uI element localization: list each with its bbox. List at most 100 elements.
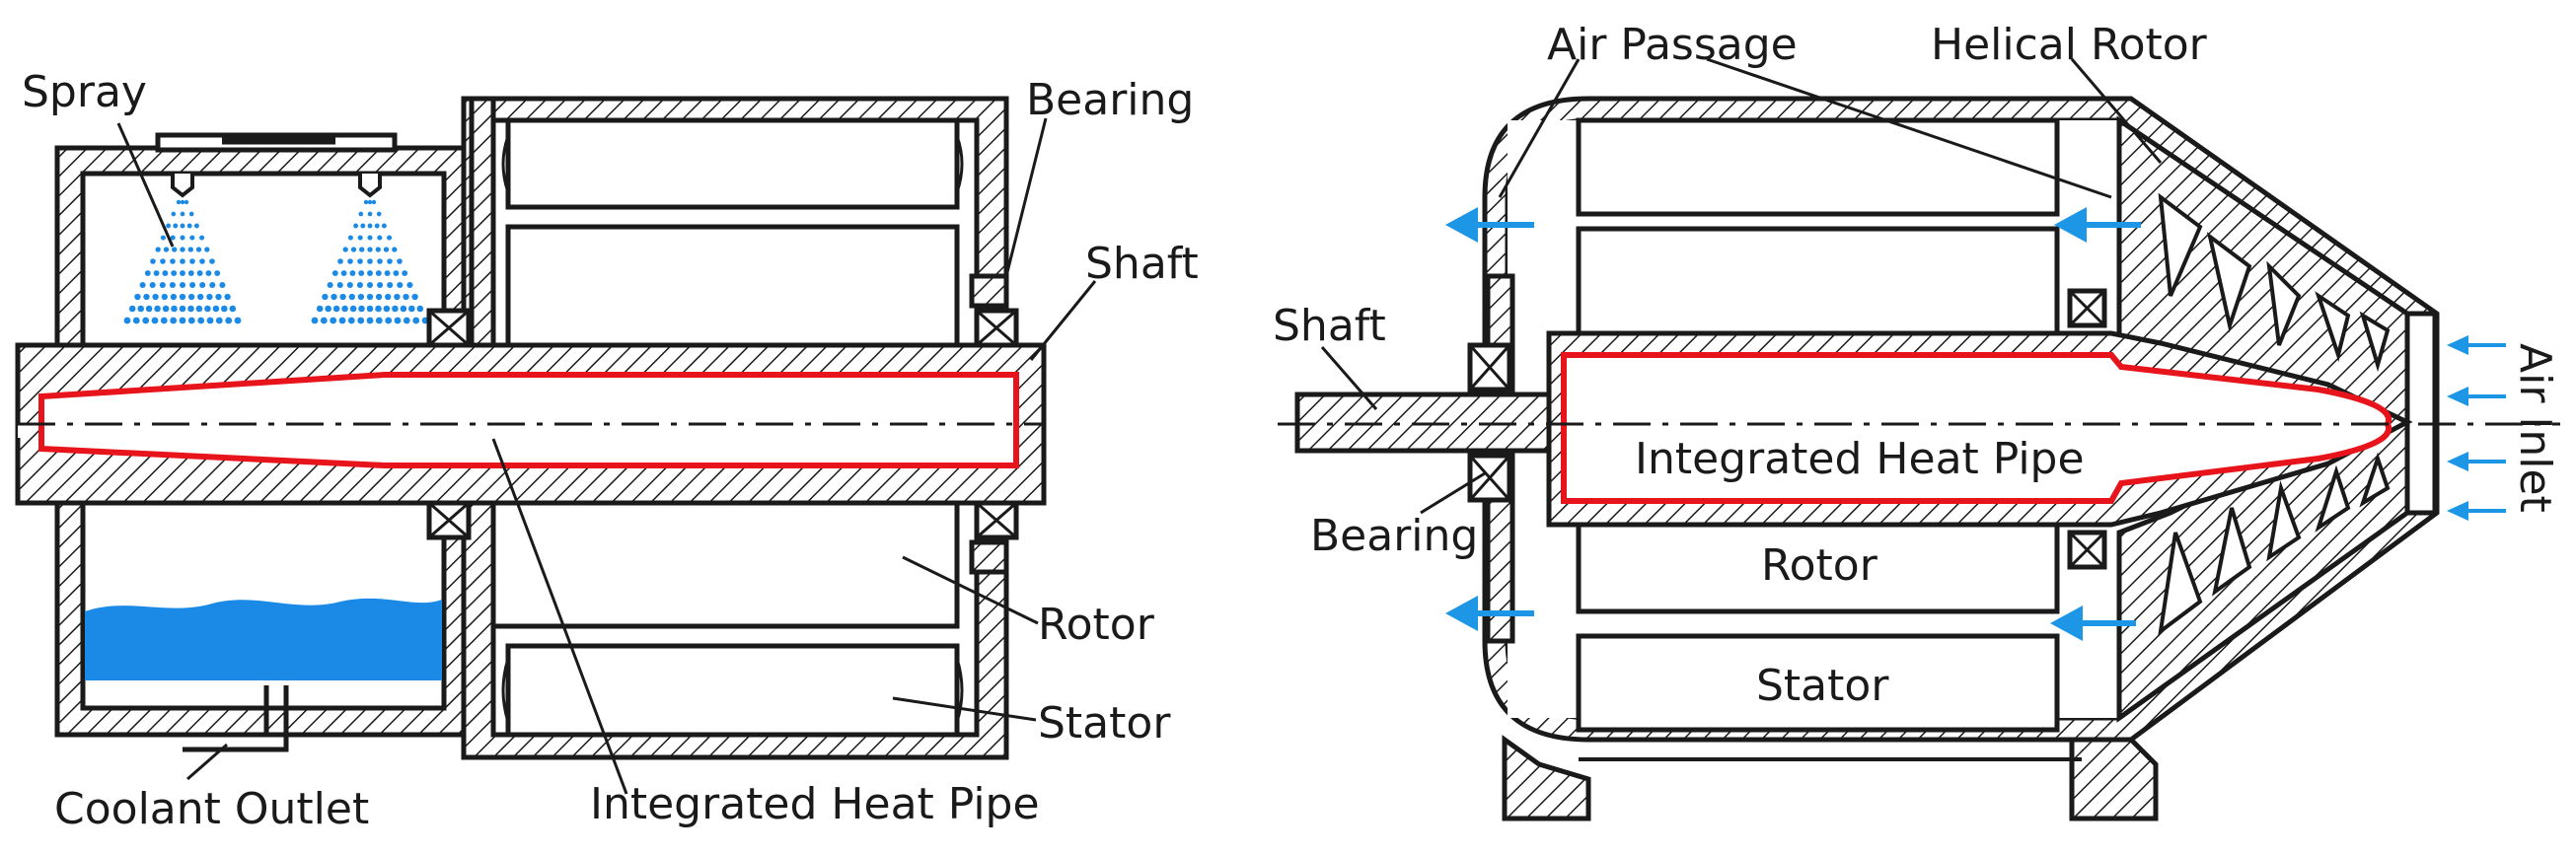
right-foot-left <box>1502 735 1591 821</box>
spray-droplet <box>353 223 359 229</box>
spray-droplet <box>358 305 365 313</box>
spray-droplet <box>160 317 168 324</box>
left-leaders <box>116 117 1097 795</box>
label-left-stator: Stator <box>1038 698 1171 748</box>
spray-droplet <box>169 281 176 289</box>
spray-droplet <box>337 258 343 264</box>
spray-droplet <box>331 293 337 301</box>
label-left-bearing: Bearing <box>1026 75 1194 125</box>
spray-droplet <box>180 223 185 229</box>
spray-droplet <box>381 223 387 229</box>
spray-droplet <box>180 247 185 252</box>
spray-droplet <box>358 211 364 217</box>
spray-droplet <box>383 305 391 313</box>
air-arrow-exhaust-bottom <box>1445 596 1534 631</box>
helical-rotor-teeth <box>2158 192 2391 636</box>
right-labels: Air Passage Helical Rotor Shaft Bearing … <box>1273 20 2560 711</box>
spray-droplet <box>160 258 166 264</box>
spray-droplet <box>123 317 131 324</box>
spray-droplet <box>197 293 204 301</box>
spray-droplet <box>327 281 333 289</box>
spray-droplet <box>347 235 353 241</box>
spray-droplet <box>376 211 382 217</box>
spray-droplet <box>403 293 409 301</box>
air-arrow-inlet-4 <box>2447 501 2506 521</box>
spray-droplet <box>367 235 373 241</box>
spray-droplet <box>159 281 166 289</box>
spray-droplet <box>348 293 355 301</box>
spray-droplet <box>204 305 211 313</box>
spray-droplet <box>375 293 383 301</box>
spray-droplet <box>155 247 161 252</box>
spray-droplet <box>385 317 393 324</box>
spray-droplet <box>199 235 205 241</box>
left-stator-top <box>505 117 960 210</box>
spray-droplet <box>325 305 331 313</box>
spray-droplet <box>151 317 159 324</box>
spray-droplet <box>176 199 182 205</box>
spray-droplet <box>366 293 374 301</box>
spray-droplet <box>221 305 228 313</box>
spray-droplet <box>416 305 424 313</box>
spray-droplet <box>149 281 156 289</box>
left-rotor-top <box>505 224 960 348</box>
spray-droplet <box>143 293 150 301</box>
spray-droplet <box>215 317 223 324</box>
right-stator-top <box>1576 117 2060 217</box>
spray-droplet <box>171 270 178 276</box>
spray-droplet <box>331 270 338 276</box>
spray-cone-2 <box>311 199 429 324</box>
spray-droplet <box>187 305 194 313</box>
spray-droplet <box>187 317 195 324</box>
spray-droplet <box>180 235 185 241</box>
spray-droplet <box>363 199 369 205</box>
spray-droplet <box>347 258 353 264</box>
spray-droplet <box>171 305 178 313</box>
left-labels: Spray Bearing Shaft Rotor Stator Coolant… <box>22 67 1199 834</box>
spray-droplet <box>377 258 383 264</box>
spray-droplet <box>132 317 140 324</box>
spray-droplet <box>154 305 161 313</box>
spray-droplet <box>400 305 407 313</box>
left-heat-pipe <box>38 372 1019 468</box>
spray-droplet <box>214 270 221 276</box>
label-coolant-outlet: Coolant Outlet <box>54 784 369 834</box>
spray-droplet <box>375 270 382 276</box>
left-rotor-bottom <box>490 500 960 629</box>
spray-droplet <box>170 293 178 301</box>
spray-droplet <box>387 235 393 241</box>
label-air-passage: Air Passage <box>1547 20 1798 70</box>
spray-droplet <box>358 270 365 276</box>
spray-droplet <box>170 317 178 324</box>
spray-droplet <box>184 199 189 205</box>
spray-droplet <box>311 317 319 324</box>
right-rotor-bottom <box>1576 520 2060 614</box>
spray-droplet <box>189 235 195 241</box>
air-flow-arrows <box>1445 207 2506 641</box>
spray-droplet <box>204 247 210 252</box>
spray-droplet <box>206 317 214 324</box>
spray-droplet <box>134 293 141 301</box>
spray-droplet <box>412 317 420 324</box>
air-arrow-inlet-2 <box>2447 387 2506 406</box>
spray-droplet <box>196 270 203 276</box>
spray-droplet <box>187 293 195 301</box>
spray-droplet <box>215 293 222 301</box>
spray-droplet <box>341 305 348 313</box>
spray-droplet <box>180 258 185 264</box>
spray-droplet <box>377 281 384 289</box>
spray-cone-1 <box>123 199 242 324</box>
spray-droplet <box>383 247 390 252</box>
spray-droplet <box>385 293 392 301</box>
spray-droplet <box>161 293 168 301</box>
spray-droplet <box>225 317 233 324</box>
spray-droplet <box>340 270 347 276</box>
spray-droplet <box>153 270 160 276</box>
spray-droplet <box>205 270 212 276</box>
coolant-outlet <box>183 685 289 752</box>
spray-droplet <box>160 235 166 241</box>
label-right-bearing: Bearing <box>1310 511 1478 561</box>
spray-droplet <box>357 235 363 241</box>
spray-droplet <box>152 293 159 301</box>
